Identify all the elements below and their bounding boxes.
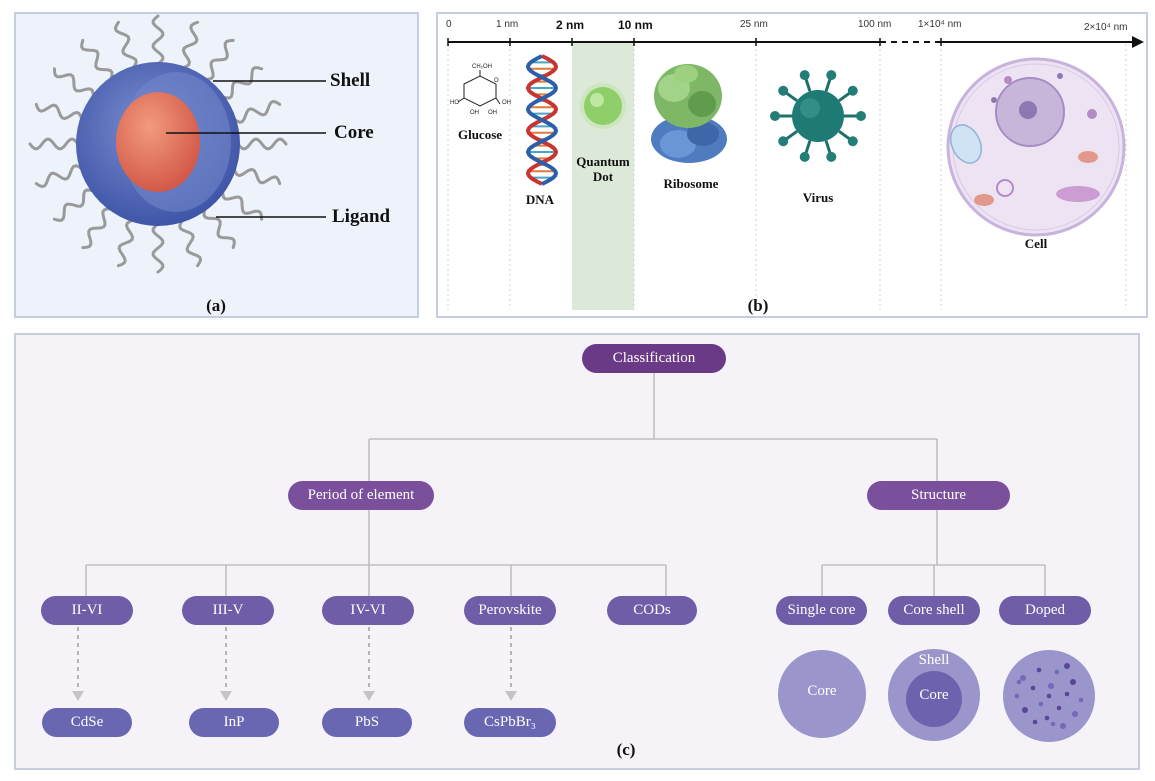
ligand-chain bbox=[221, 66, 264, 100]
single-core-text: Core bbox=[807, 683, 837, 699]
ligand-chain bbox=[81, 207, 113, 250]
panel-c-label: (c) bbox=[616, 740, 636, 759]
node-period-of-element: Period of element bbox=[288, 481, 434, 510]
tick-100nm: 100 nm bbox=[858, 19, 892, 30]
ligand-chain bbox=[178, 218, 203, 268]
glucose-label: Glucose bbox=[457, 127, 503, 142]
ligand-chain bbox=[113, 20, 138, 70]
shell-annotation: Shell bbox=[330, 70, 371, 91]
glucose-oh3-label: OH bbox=[488, 110, 497, 116]
core-annotation: Core bbox=[334, 122, 374, 143]
node-single-core: Single core bbox=[776, 596, 867, 625]
ligand-chain bbox=[80, 38, 114, 81]
node-cdse: CdSe bbox=[42, 708, 132, 737]
virus-shape bbox=[770, 70, 866, 162]
dna-helix bbox=[525, 54, 559, 186]
tick-2nm: 2 nm bbox=[556, 18, 585, 32]
ligand-chain bbox=[116, 218, 135, 268]
ribosome-label: Ribosome bbox=[663, 176, 719, 191]
core-shell-shell-text: Shell bbox=[918, 652, 950, 668]
panel-b-size-scale: CH₂OH O OH HO OH OH bbox=[436, 12, 1148, 318]
node-cspbbr3: CsPbBr₃ bbox=[464, 708, 556, 737]
ligand-chain bbox=[221, 189, 264, 221]
ligand-chain bbox=[232, 167, 282, 186]
ligand-chain bbox=[52, 188, 95, 222]
quantum-dot-sphere bbox=[584, 87, 622, 125]
tick-10nm: 10 nm bbox=[618, 18, 653, 32]
glucose-oh2-label: OH bbox=[470, 110, 479, 116]
cell-label: Cell bbox=[1024, 236, 1048, 251]
ligand-chain bbox=[151, 14, 165, 66]
node-perovskite: Perovskite bbox=[464, 596, 556, 625]
glucose-o-label: O bbox=[494, 78, 499, 84]
ligand-chain bbox=[203, 38, 235, 81]
tick-25nm: 25 nm bbox=[740, 19, 768, 30]
node-iv-vi: IV-VI bbox=[322, 596, 414, 625]
ligand-chain bbox=[181, 20, 200, 70]
virus-label: Virus bbox=[802, 190, 834, 205]
tick-1nm: 1 nm bbox=[496, 19, 519, 30]
tick-1e4nm: 1×10⁴ nm bbox=[918, 19, 962, 30]
size-scale-illustration: CH₂OH O OH HO OH OH bbox=[447, 36, 1144, 310]
tick-0: 0 bbox=[446, 19, 452, 30]
quantum-dot-illustration bbox=[28, 14, 326, 274]
ligand-chain bbox=[151, 222, 165, 274]
node-cods: CODs bbox=[607, 596, 697, 625]
ligand-chain bbox=[52, 67, 95, 99]
node-iii-v: III-V bbox=[182, 596, 274, 625]
node-structure: Structure bbox=[867, 481, 1010, 510]
node-classification: Classification bbox=[582, 344, 726, 373]
node-doped: Doped bbox=[999, 596, 1091, 625]
panel-a-label: (a) bbox=[206, 296, 226, 315]
core-sphere bbox=[116, 92, 200, 192]
ligand-chains bbox=[28, 14, 288, 274]
tick-2e4nm: 2×10⁴ nm bbox=[1084, 22, 1128, 33]
glucose-molecule bbox=[457, 70, 501, 107]
node-pbs: PbS bbox=[322, 708, 412, 737]
core-shell-core-text: Core bbox=[919, 687, 949, 703]
ligand-chain bbox=[202, 207, 236, 250]
node-inp: InP bbox=[189, 708, 279, 737]
ligand-chain bbox=[232, 99, 282, 124]
ribosome-shape bbox=[651, 64, 727, 163]
panel-b-label: (b) bbox=[747, 296, 769, 315]
single-core-illustration bbox=[778, 650, 866, 738]
ligand-chain bbox=[28, 137, 80, 151]
node-ii-vi: II-VI bbox=[41, 596, 133, 625]
glucose-oh-label: OH bbox=[502, 100, 511, 106]
panel-a-quantum-dot-structure: Shell Core Ligand (a) bbox=[14, 12, 419, 318]
ligand-chain bbox=[236, 137, 288, 151]
ligand-chain bbox=[34, 102, 84, 121]
ligand-annotation: Ligand bbox=[332, 206, 391, 227]
quantum-dot-label-line2: Dot bbox=[592, 169, 614, 184]
quantum-dot-label-line1: Quantum bbox=[576, 154, 630, 169]
cell-illustration bbox=[946, 57, 1126, 237]
panel-c-classification-tree: Classification Period of element Structu… bbox=[14, 333, 1140, 770]
tree-connectors bbox=[72, 373, 1095, 742]
ligand-chain bbox=[34, 164, 84, 189]
glucose-ho-label: HO bbox=[450, 100, 459, 106]
node-core-shell: Core shell bbox=[888, 596, 980, 625]
glucose-ch2oh-label: CH₂OH bbox=[472, 64, 492, 70]
dna-label: DNA bbox=[525, 192, 555, 207]
